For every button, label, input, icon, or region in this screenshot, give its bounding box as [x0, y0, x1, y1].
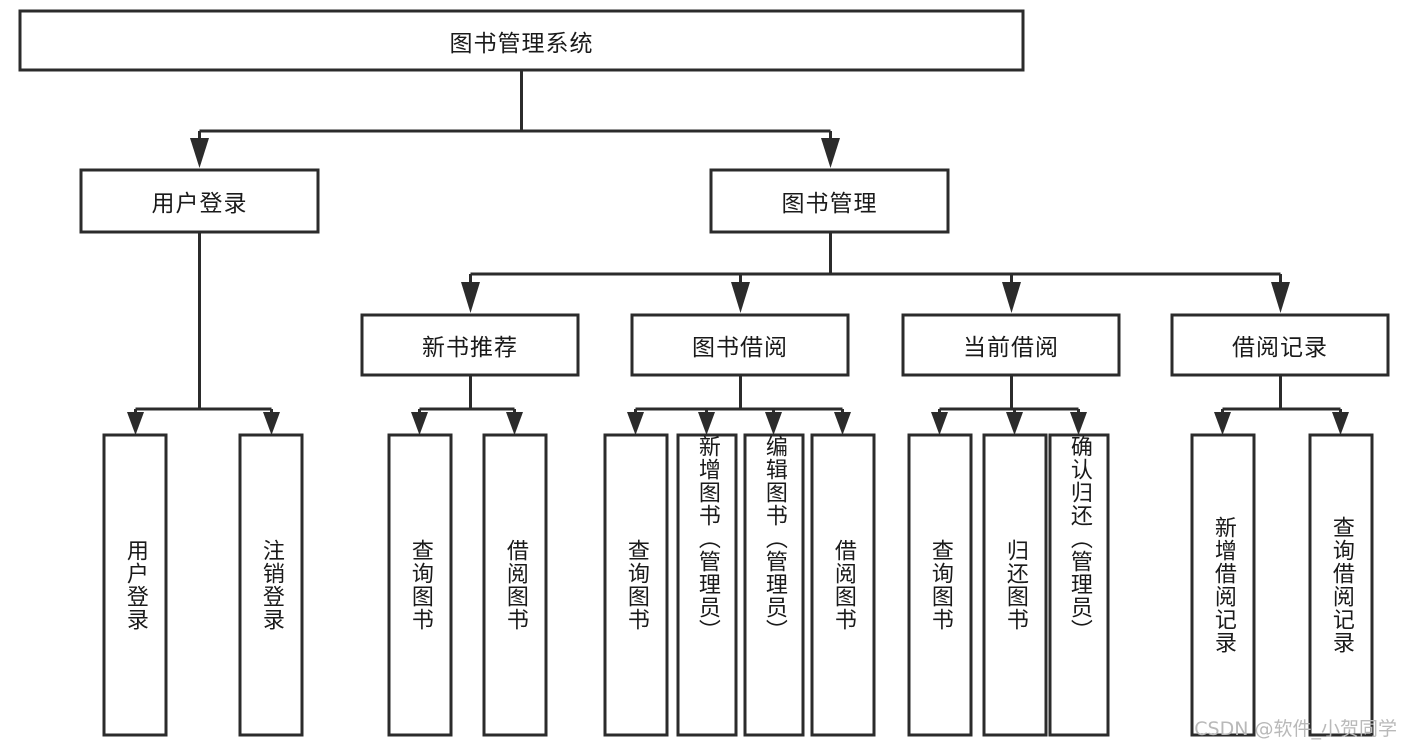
- arrowhead-leaf-add-book: [698, 412, 715, 435]
- arrowhead-user-login: [190, 138, 209, 168]
- arrowhead-book-borrow: [731, 282, 750, 313]
- connector-group-root: [190, 70, 840, 168]
- node-box-leaf-borrow-book-rec[interactable]: [482, 433, 548, 737]
- connector-group-new-book-rec: [411, 375, 523, 435]
- node-box-book-manage[interactable]: [709, 168, 950, 234]
- node-box-leaf-add-book[interactable]: [676, 433, 738, 737]
- node-box-leaf-user-login[interactable]: [102, 433, 168, 737]
- node-box-root[interactable]: [18, 9, 1025, 72]
- node-box-borrow-record[interactable]: [1170, 313, 1390, 377]
- connector-group-current-borrow: [931, 375, 1087, 435]
- node-box-new-book-rec[interactable]: [360, 313, 580, 377]
- node-box-leaf-edit-book[interactable]: [743, 433, 805, 737]
- arrowhead-borrow-record: [1271, 282, 1290, 313]
- arrowhead-leaf-logout: [263, 412, 280, 435]
- arrowhead-leaf-confirm-return: [1070, 412, 1087, 435]
- node-box-leaf-query-book-rec[interactable]: [387, 433, 453, 737]
- node-box-current-borrow[interactable]: [901, 313, 1121, 377]
- node-box-leaf-confirm-return[interactable]: [1048, 433, 1110, 737]
- node-box-leaf-borrow-book[interactable]: [810, 433, 876, 737]
- arrowhead-leaf-borrow-book: [834, 412, 851, 435]
- node-box-leaf-query-book-cur[interactable]: [907, 433, 973, 737]
- node-box-leaf-query-book-borrow[interactable]: [603, 433, 669, 737]
- connector-group-book-borrow: [627, 375, 851, 435]
- connector-group-borrow-record: [1214, 375, 1349, 435]
- arrowhead-new-book-rec: [461, 282, 480, 313]
- node-box-book-borrow[interactable]: [630, 313, 850, 377]
- arrowhead-leaf-return-book: [1006, 412, 1023, 435]
- arrowhead-leaf-user-login: [127, 412, 144, 435]
- node-box-leaf-return-book[interactable]: [982, 433, 1048, 737]
- arrowhead-leaf-query-book-rec: [411, 412, 428, 435]
- arrowhead-leaf-query-record: [1332, 412, 1349, 435]
- node-box-leaf-query-record[interactable]: [1308, 433, 1374, 737]
- arrowhead-leaf-borrow-book-rec: [506, 412, 523, 435]
- arrowhead-current-borrow: [1002, 282, 1021, 313]
- arrowhead-leaf-query-book-cur: [931, 412, 948, 435]
- connector-group-book-manage: [461, 232, 1290, 313]
- arrowhead-leaf-query-book-borrow: [627, 412, 644, 435]
- node-box-user-login[interactable]: [79, 168, 320, 234]
- arrowhead-book-manage: [821, 138, 840, 168]
- node-box-leaf-logout[interactable]: [238, 433, 304, 737]
- arrowhead-leaf-add-record: [1214, 412, 1231, 435]
- arrowhead-leaf-edit-book: [765, 412, 782, 435]
- connector-group-user-login: [127, 232, 280, 435]
- node-box-leaf-add-record[interactable]: [1190, 433, 1256, 737]
